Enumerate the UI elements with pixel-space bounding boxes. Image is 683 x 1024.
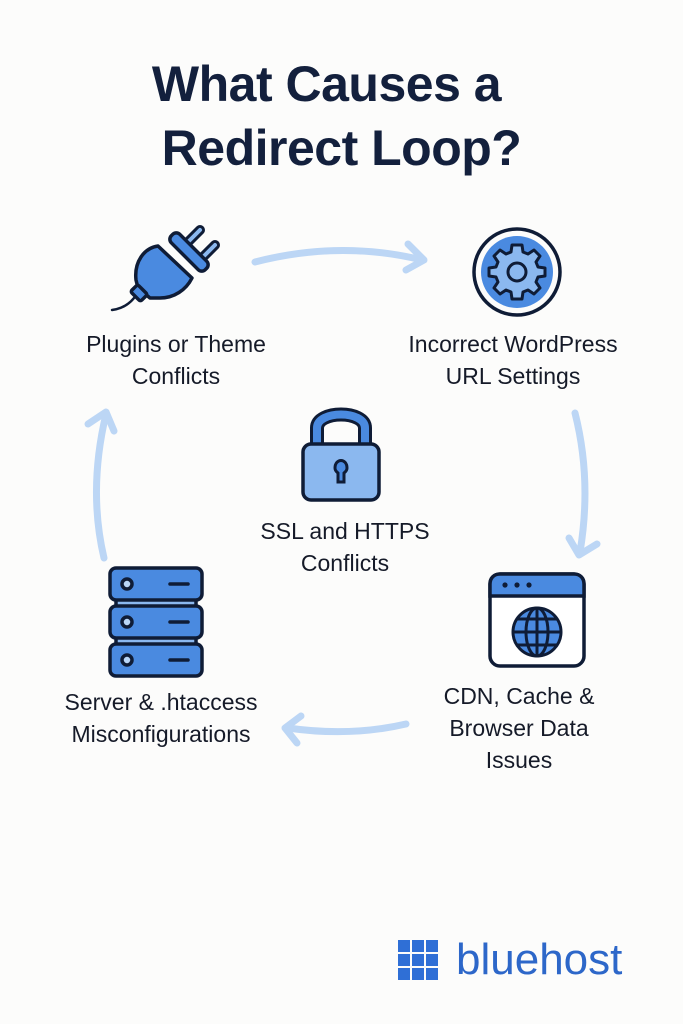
brand-name: bluehost [456, 935, 623, 984]
plug-icon [110, 225, 220, 312]
arrow-right-down [565, 409, 601, 559]
title-line-2: Redirect Loop? [161, 120, 522, 176]
cause-plugins-theme-label: Plugins or Theme Conflicts [86, 331, 266, 389]
title-line-1: What Causes a [151, 56, 502, 112]
arrow-bottom-left [281, 712, 410, 747]
grid-logo-icon [398, 940, 438, 980]
cause-cdn-cache-label: CDN, Cache & Browser Data Issues [443, 683, 595, 773]
server-icon [108, 566, 204, 678]
padlock-icon [301, 407, 381, 502]
page-title: What Causes a Redirect Loop? [0, 52, 683, 180]
cause-server-htaccess-label: Server & .htaccess Misconfigurations [64, 689, 258, 747]
gear-icon [472, 227, 562, 317]
cause-ssl-https-label: SSL and HTTPS Conflicts [260, 518, 430, 576]
cause-url-settings-label: Incorrect WordPress URL Settings [408, 331, 618, 389]
arrow-top-right [251, 240, 428, 274]
browser-globe-icon [488, 572, 586, 668]
brand-logo: bluehost [398, 935, 622, 985]
arrow-left-up [84, 408, 118, 562]
